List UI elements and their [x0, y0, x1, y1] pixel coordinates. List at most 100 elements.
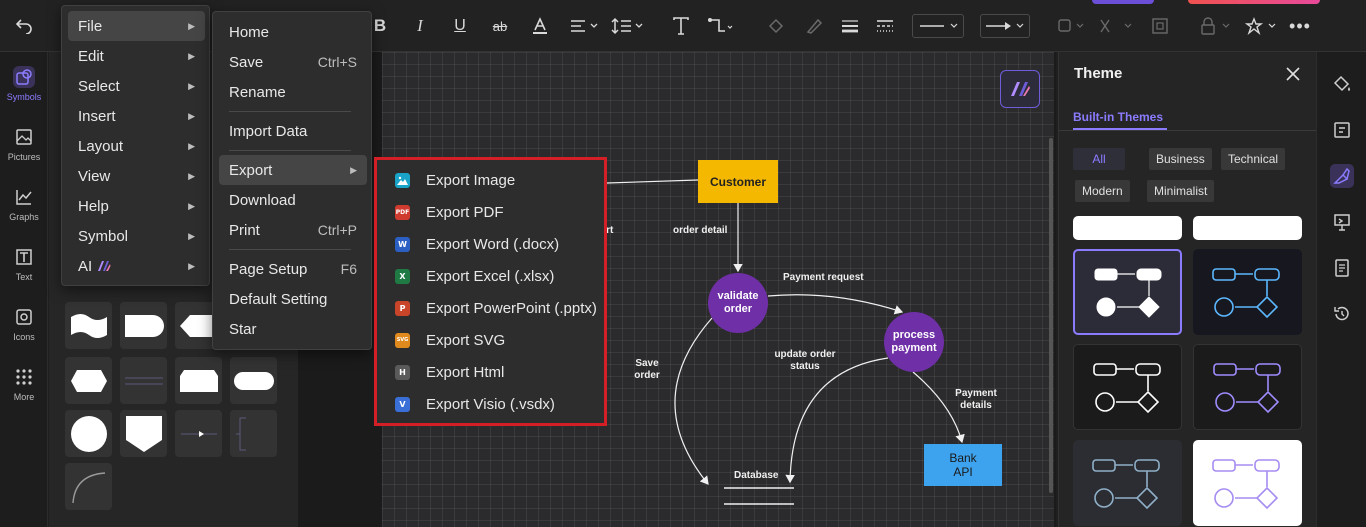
magic-style-icon[interactable] — [1244, 14, 1280, 38]
rail-item-graphs[interactable]: Graphs — [0, 178, 48, 230]
arrow-style-select[interactable] — [980, 14, 1030, 38]
shape-hexagon[interactable] — [65, 357, 112, 404]
shape-terminator[interactable] — [230, 357, 277, 404]
menu-item-home[interactable]: Home — [219, 17, 367, 47]
rail-item-text[interactable]: Text — [0, 238, 48, 290]
page-list-icon[interactable] — [1330, 256, 1354, 280]
line-style-icon[interactable] — [874, 14, 896, 38]
shape-circle[interactable] — [65, 410, 112, 457]
ai-assistant-button[interactable] — [1000, 70, 1040, 108]
export-item-image[interactable]: Export Image — [395, 166, 515, 194]
theme-brush-icon[interactable] — [1330, 164, 1354, 188]
pen-icon[interactable] — [804, 14, 824, 38]
shadow-icon[interactable] — [1056, 14, 1086, 38]
upgrade-strip[interactable] — [1092, 0, 1154, 4]
presentation-icon[interactable] — [1330, 210, 1354, 234]
database-label[interactable]: Database — [734, 470, 779, 481]
rail-item-pictures[interactable]: Pictures — [0, 118, 48, 170]
tab-built-in-themes[interactable]: Built-in Themes — [1073, 110, 1164, 124]
menu-item-star[interactable]: Star — [219, 314, 367, 344]
theme-thumb-white-dark[interactable] — [1073, 249, 1182, 335]
menu-item-label: AI — [78, 257, 93, 275]
theme-thumb-blue-dark[interactable] — [1193, 249, 1302, 335]
menu-item-view[interactable]: View▶ — [68, 161, 205, 191]
promo-strip[interactable] — [1188, 0, 1320, 4]
shape-annotation[interactable] — [230, 410, 277, 457]
menu-item-label: Print — [229, 221, 260, 239]
theme-filter-minimalist[interactable]: Minimalist — [1147, 180, 1215, 202]
align-objects-icon[interactable] — [1098, 14, 1134, 38]
validate-order-node[interactable]: validate order — [708, 273, 768, 333]
customer-node[interactable]: Customer — [698, 160, 778, 203]
menu-item-import-data[interactable]: Import Data — [219, 116, 367, 146]
menu-item-help[interactable]: Help▶ — [68, 191, 205, 221]
theme-filter-business[interactable]: Business — [1149, 148, 1212, 170]
connector-icon[interactable] — [706, 14, 734, 38]
menu-item-select[interactable]: Select▶ — [68, 71, 205, 101]
history-icon[interactable] — [1330, 302, 1354, 326]
format-panel-icon[interactable] — [1330, 118, 1354, 142]
strikethrough-icon[interactable]: ab — [492, 18, 508, 34]
line-type-select[interactable] — [912, 14, 964, 38]
export-item-html[interactable]: H Export Html — [395, 358, 504, 386]
menu-item-label: Select — [78, 77, 120, 95]
shape-offpage[interactable] — [120, 410, 167, 457]
export-item-pdf[interactable]: PDF Export PDF — [395, 198, 504, 226]
font-color-icon[interactable] — [528, 14, 552, 38]
menu-item-edit[interactable]: Edit▶ — [68, 41, 205, 71]
shape-lines[interactable] — [120, 357, 167, 404]
shape-wave[interactable] — [65, 302, 112, 349]
fill-icon[interactable] — [766, 14, 786, 38]
rail-item-symbols[interactable]: Symbols — [0, 58, 48, 110]
export-item-powerpoint[interactable]: P Export PowerPoint (.pptx) — [395, 294, 597, 322]
theme-filter-modern[interactable]: Modern — [1075, 180, 1130, 202]
bold-icon[interactable]: B — [373, 16, 387, 35]
italic-icon[interactable]: I — [417, 16, 423, 35]
menu-item-ai[interactable]: AI ▶ — [68, 251, 205, 281]
theme-filter-technical[interactable]: Technical — [1221, 148, 1286, 170]
lock-icon[interactable] — [1198, 14, 1234, 38]
shape-arrow-line[interactable] — [175, 410, 222, 457]
theme-thumb-slate[interactable] — [1073, 440, 1182, 526]
shape-manual-input[interactable] — [175, 357, 222, 404]
close-icon[interactable] — [1283, 64, 1303, 84]
paint-bucket-icon[interactable] — [1330, 72, 1354, 96]
rail-item-icons[interactable]: Icons — [0, 298, 48, 350]
menu-item-rename[interactable]: Rename — [219, 77, 367, 107]
text-tool-icon[interactable] — [670, 14, 692, 38]
export-item-excel[interactable]: X Export Excel (.xlsx) — [395, 262, 554, 290]
underline-icon[interactable]: U — [454, 17, 466, 34]
chevron-right-icon: ▶ — [188, 110, 195, 121]
menu-item-insert[interactable]: Insert▶ — [68, 101, 205, 131]
more-options-icon[interactable]: ••• — [1289, 15, 1311, 36]
export-item-visio[interactable]: V Export Visio (.vsdx) — [395, 390, 555, 418]
shape-arc[interactable] — [65, 463, 112, 510]
bank-api-node[interactable]: Bank API — [924, 444, 1002, 486]
menu-item-download[interactable]: Download — [219, 185, 367, 215]
theme-thumb-lavender-light[interactable] — [1193, 440, 1302, 526]
line-weight-icon[interactable] — [840, 14, 860, 38]
menu-item-default-setting[interactable]: Default Setting — [219, 284, 367, 314]
theme-thumb-partial-2[interactable] — [1193, 216, 1302, 240]
undo-icon[interactable] — [12, 14, 36, 38]
export-item-word[interactable]: W Export Word (.docx) — [395, 230, 559, 258]
line-spacing-icon[interactable] — [610, 14, 646, 38]
theme-filter-all[interactable]: All — [1073, 148, 1125, 170]
theme-thumb-purple-dark[interactable] — [1193, 344, 1302, 430]
group-icon[interactable] — [1150, 14, 1170, 38]
process-payment-node[interactable]: process payment — [884, 312, 944, 372]
align-dropdown-icon[interactable] — [568, 14, 600, 38]
theme-thumb-mono-dark[interactable] — [1073, 344, 1182, 430]
menu-item-file[interactable]: File▶ — [68, 11, 205, 41]
theme-thumb-partial-1[interactable] — [1073, 216, 1182, 240]
export-item-svg[interactable]: SVG Export SVG — [395, 326, 505, 354]
menu-item-export[interactable]: Export▶ — [219, 155, 367, 185]
menu-item-layout[interactable]: Layout▶ — [68, 131, 205, 161]
rail-item-more[interactable]: More — [0, 358, 48, 410]
canvas-vertical-scrollbar[interactable] — [1049, 138, 1053, 493]
menu-item-symbol[interactable]: Symbol▶ — [68, 221, 205, 251]
shape-rounded-rect[interactable] — [120, 302, 167, 349]
